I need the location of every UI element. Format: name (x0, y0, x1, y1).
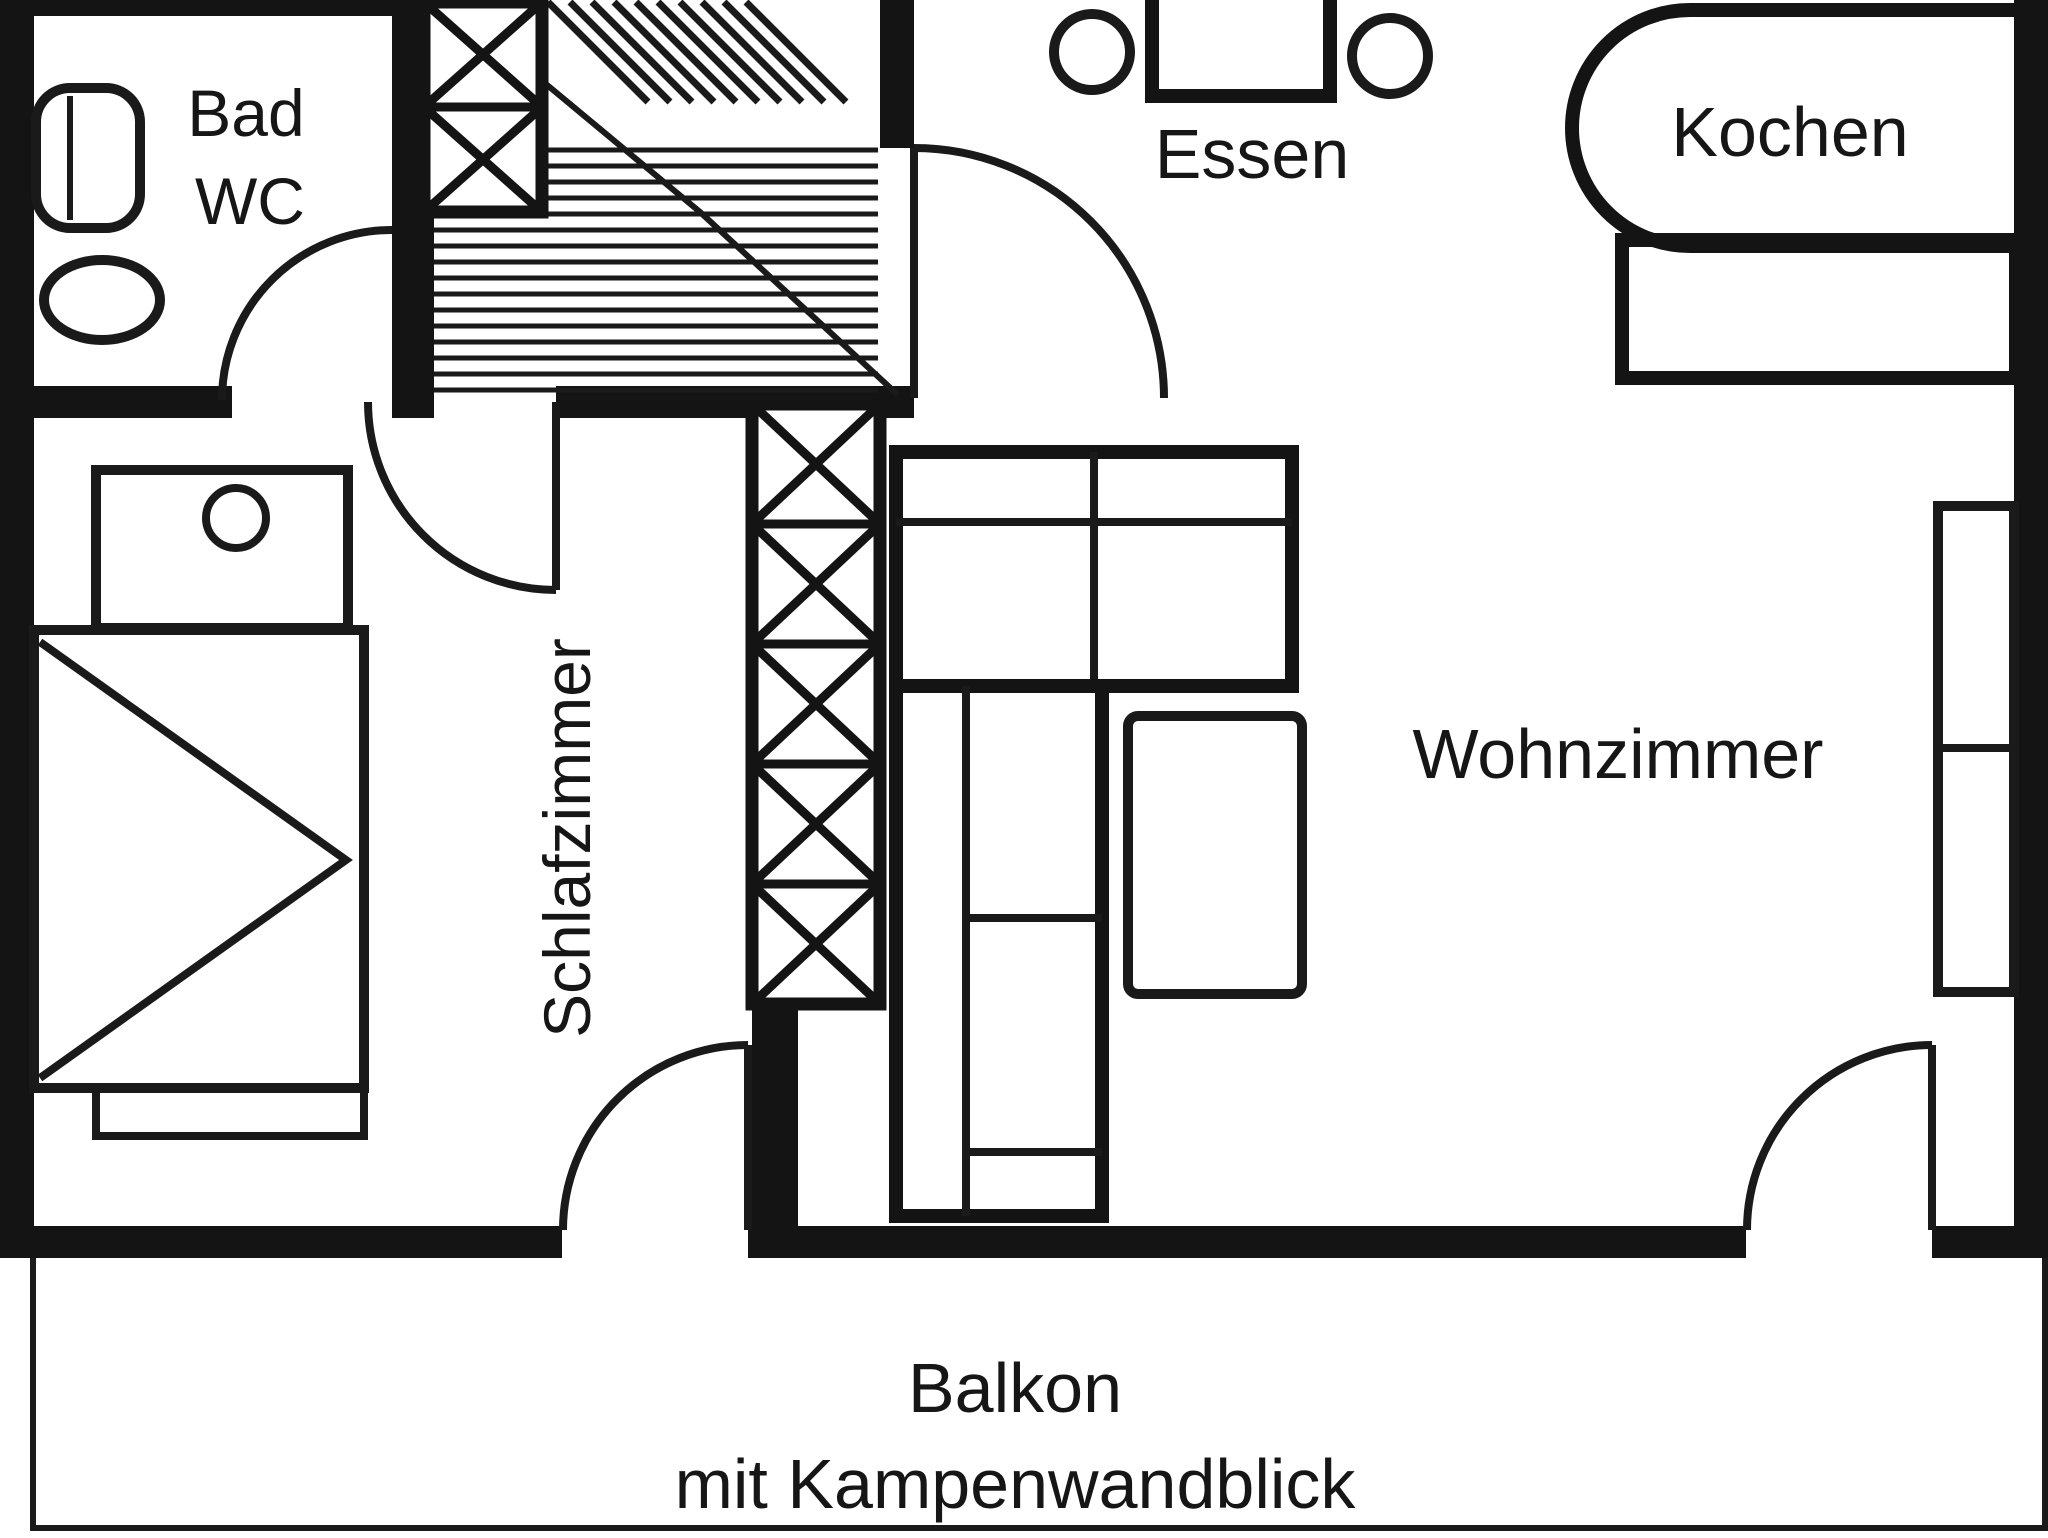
outer-wall-left (0, 0, 34, 1258)
bottom-wall-right (1932, 1226, 2048, 1258)
wall-stairs-right (880, 0, 914, 148)
bathroom-label-line2: WC (195, 164, 305, 238)
kitchen-counter-lower (1615, 233, 2023, 385)
bathroom-fixtures (31, 83, 165, 345)
dining-table (1145, 0, 1337, 103)
living-furniture (889, 445, 2019, 1223)
coffee-table (1123, 711, 1307, 999)
balcony-label-line1: Balkon (908, 1349, 1122, 1427)
bottom-wall-left (0, 1226, 562, 1258)
toilet (39, 255, 165, 345)
living-label: Wohnzimmer (1412, 715, 1823, 793)
kitchen-furniture (1565, 2, 2030, 385)
stair-hatching (545, 0, 849, 105)
room-labels: Bad WC Essen Kochen Schlafzimmer Wohnzim… (187, 76, 1908, 1523)
dining-chair-left (1049, 9, 1135, 95)
bed (29, 625, 369, 1093)
stair-treads (434, 147, 878, 393)
bedroom-lamp (202, 484, 270, 552)
bathroom-door-arc (218, 226, 393, 401)
bedroom-furniture (29, 465, 369, 1140)
dining-furniture (1049, 0, 1433, 103)
stair-shaft-cross (421, 0, 545, 216)
sofa-top-cushion-lines (896, 452, 1292, 686)
bedroom-balcony-door-arc (559, 1041, 749, 1231)
bottom-wall-center (748, 1226, 1746, 1258)
shaft-cross-hatch (748, 400, 884, 1008)
sofa-left (889, 679, 1109, 1223)
staircase (417, 0, 901, 398)
balcony-label-line2: mit Kampenwandblick (675, 1445, 1357, 1523)
mid-wall-left (0, 386, 232, 418)
bathroom-label-line1: Bad (187, 76, 304, 150)
bed-headboard-lines (37, 638, 353, 1082)
wall-below-shaft (752, 1002, 798, 1240)
bedroom-label: Schlafzimmer (530, 638, 604, 1038)
top-wall-bathroom (0, 0, 434, 16)
chimney-shaft (745, 397, 887, 1011)
bedroom-door-arc (364, 401, 557, 594)
hall-door-arc (913, 144, 1168, 399)
balcony-outline (30, 1258, 2048, 1531)
outer-wall-right (2014, 0, 2048, 1258)
doors (218, 144, 1936, 1231)
kitchen-label: Kochen (1671, 93, 1908, 171)
bed-footboard (92, 1084, 368, 1140)
dining-label: Essen (1155, 115, 1350, 193)
sink (31, 83, 145, 233)
dining-chair-right (1347, 13, 1433, 99)
living-balcony-door-arc (1743, 1041, 1933, 1231)
sofa-left-cushion-lines (962, 686, 1102, 1216)
